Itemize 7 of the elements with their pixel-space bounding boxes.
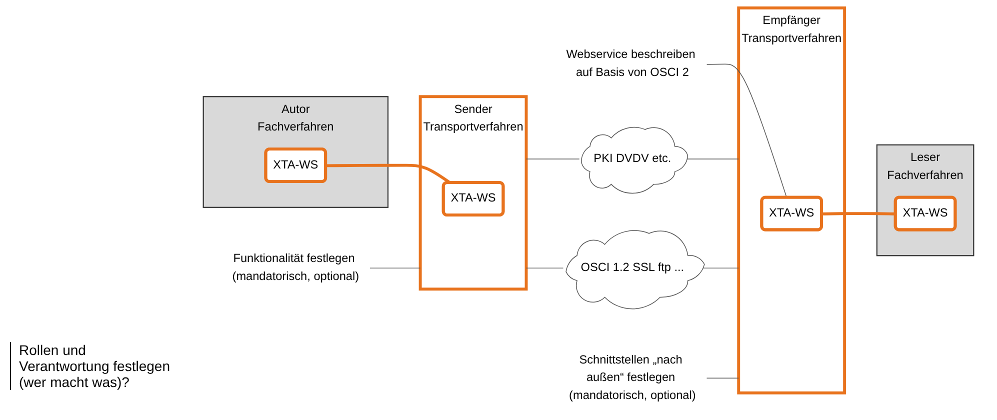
connector <box>706 64 788 198</box>
node-text: Webservice beschreiben auf Basis von OSCI 2 <box>566 48 696 79</box>
note-text: Rollen und Verantwortung festlegen (wer macht was)? <box>10 342 170 390</box>
node-text: Funktionalität festlegen (mandatorisch, optional) <box>232 252 360 283</box>
connector <box>822 212 896 216</box>
connector <box>526 158 580 160</box>
node-text: Schnittstellen „nach außen“ festlegen (mandatorisch, optional) <box>569 354 696 402</box>
